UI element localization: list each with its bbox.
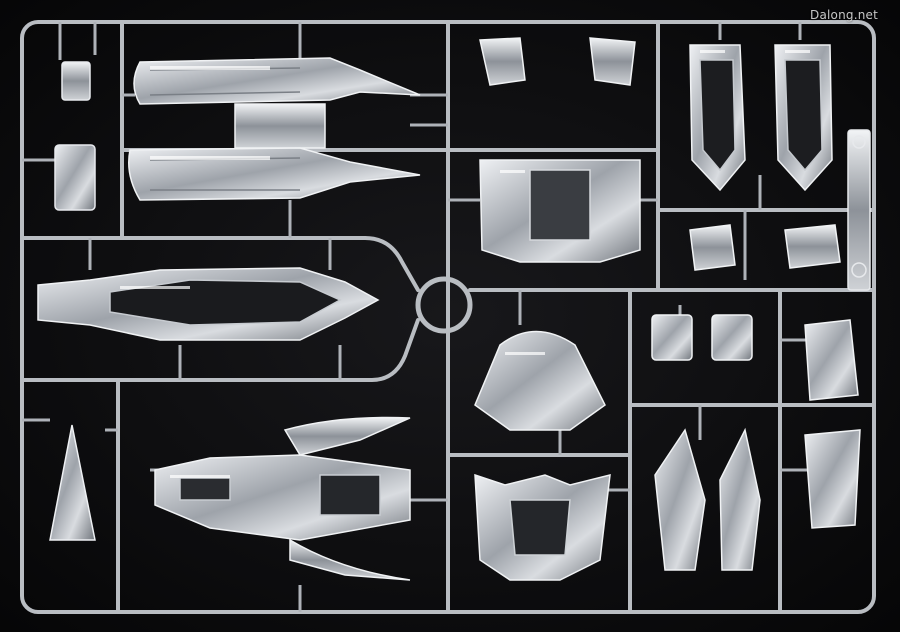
sprue-runner-frame bbox=[20, 20, 876, 614]
part-small-tabs bbox=[54, 61, 96, 211]
part-center-upper bbox=[479, 37, 641, 263]
sprue-gates bbox=[22, 22, 810, 612]
part-right-lower bbox=[651, 314, 861, 571]
part-side-panels bbox=[689, 44, 841, 271]
part-center-lower bbox=[474, 330, 611, 581]
plastic-highlights bbox=[120, 50, 810, 478]
part-fuselage-long bbox=[37, 267, 380, 341]
part-logo-plate bbox=[847, 129, 871, 291]
part-fin-small bbox=[49, 424, 96, 541]
watermark-text: Dalong.net bbox=[810, 8, 878, 22]
